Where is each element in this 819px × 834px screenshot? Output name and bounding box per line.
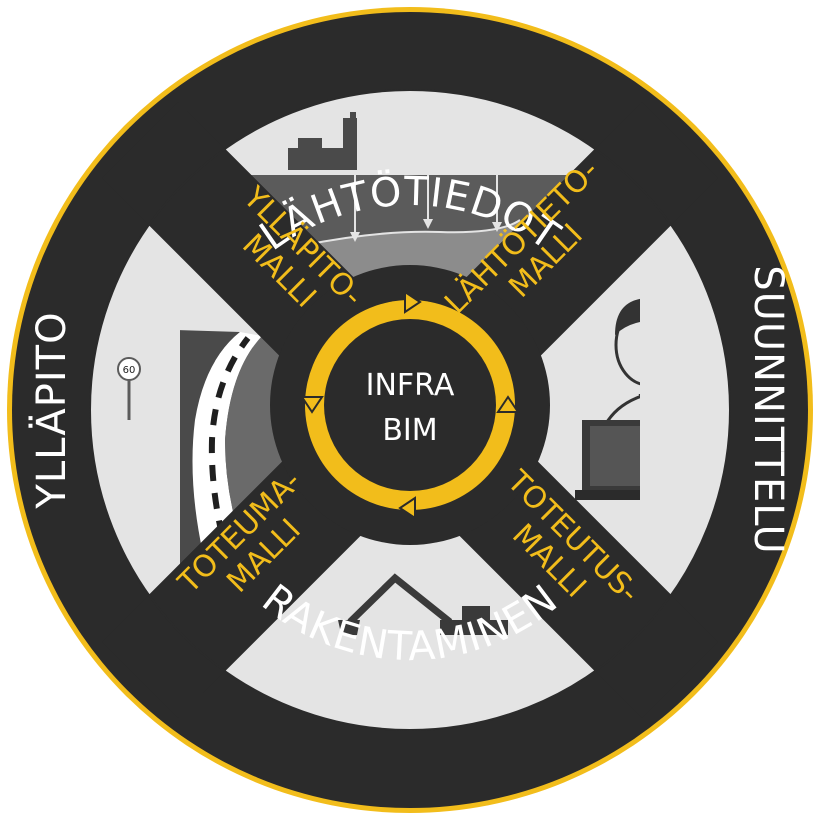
center-core — [324, 319, 496, 491]
label-yllapito: YLLÄPITO — [27, 311, 75, 509]
cycle-arrows-icon — [300, 290, 520, 520]
designer-laptop-icon — [575, 298, 640, 500]
center-label-infra: INFRA — [366, 368, 455, 403]
drill-machine — [288, 112, 357, 170]
excavator-icon — [338, 573, 508, 635]
label-suunnittelu: SUUNNITTELU — [745, 265, 791, 555]
center-label-bim: BIM — [382, 413, 437, 448]
speed-sign-label: 60 — [123, 365, 136, 376]
speed-sign-icon: 60 — [117, 357, 141, 420]
